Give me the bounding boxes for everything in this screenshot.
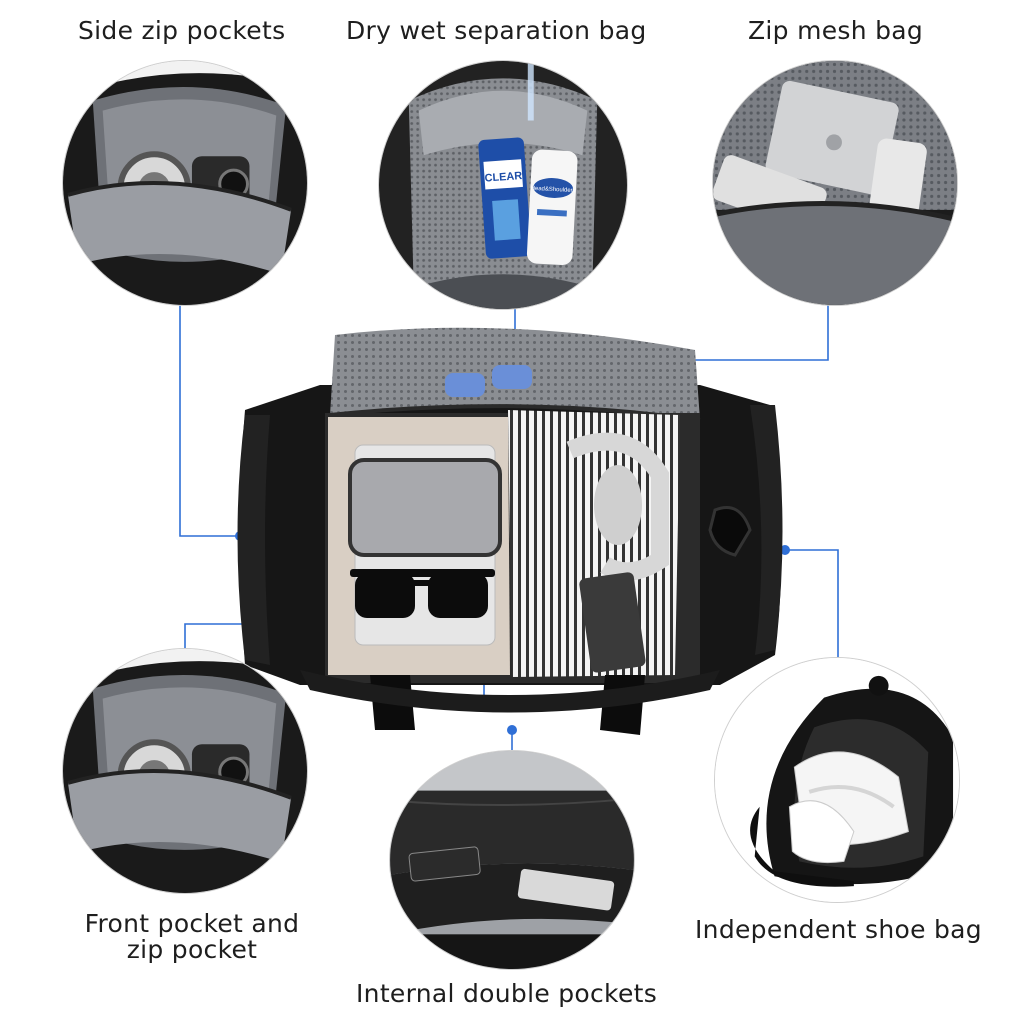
side-zip-pockets-image xyxy=(62,60,308,306)
dry-wet-illustration: CLEAR Head&Shoulders xyxy=(379,61,627,309)
dry-wet-separation-image: CLEAR Head&Shoulders xyxy=(378,60,628,310)
side-pocket-illustration xyxy=(63,61,307,305)
independent-shoe-bag-label: Independent shoe bag xyxy=(695,915,982,944)
front-pocket-illustration xyxy=(63,649,307,893)
internal-pockets-illustration xyxy=(390,751,634,969)
connector-dot-shoe xyxy=(780,545,790,555)
duffel-bag-main-image xyxy=(237,327,783,735)
connector-side-zip xyxy=(179,300,240,537)
shampoo-bottle-text: Head&Shoulders xyxy=(531,186,576,194)
front-pocket-label: Front pocket and zip pocket xyxy=(78,909,306,965)
internal-double-pockets-label: Internal double pockets xyxy=(356,979,658,1008)
zip-mesh-bag-image xyxy=(712,60,958,306)
side-zip-pockets-label: Side zip pockets xyxy=(78,16,286,45)
front-pocket-label-line1: Front pocket and xyxy=(84,909,300,938)
connector-zip-mesh xyxy=(630,300,829,361)
clear-bottle-text: CLEAR xyxy=(484,170,522,185)
front-pocket-image xyxy=(62,648,308,894)
shoe-bag-illustration xyxy=(715,658,959,902)
zip-mesh-bag-label: Zip mesh bag xyxy=(748,16,924,45)
shoe-bag-image xyxy=(714,657,960,903)
connector-shoe-bag xyxy=(785,549,839,660)
connector-dot-internal xyxy=(507,725,517,735)
dry-wet-separation-label: Dry wet separation bag xyxy=(346,16,647,45)
zip-mesh-illustration xyxy=(713,61,957,305)
internal-double-pockets-image xyxy=(389,750,635,970)
front-pocket-label-line2: zip pocket xyxy=(126,935,258,965)
